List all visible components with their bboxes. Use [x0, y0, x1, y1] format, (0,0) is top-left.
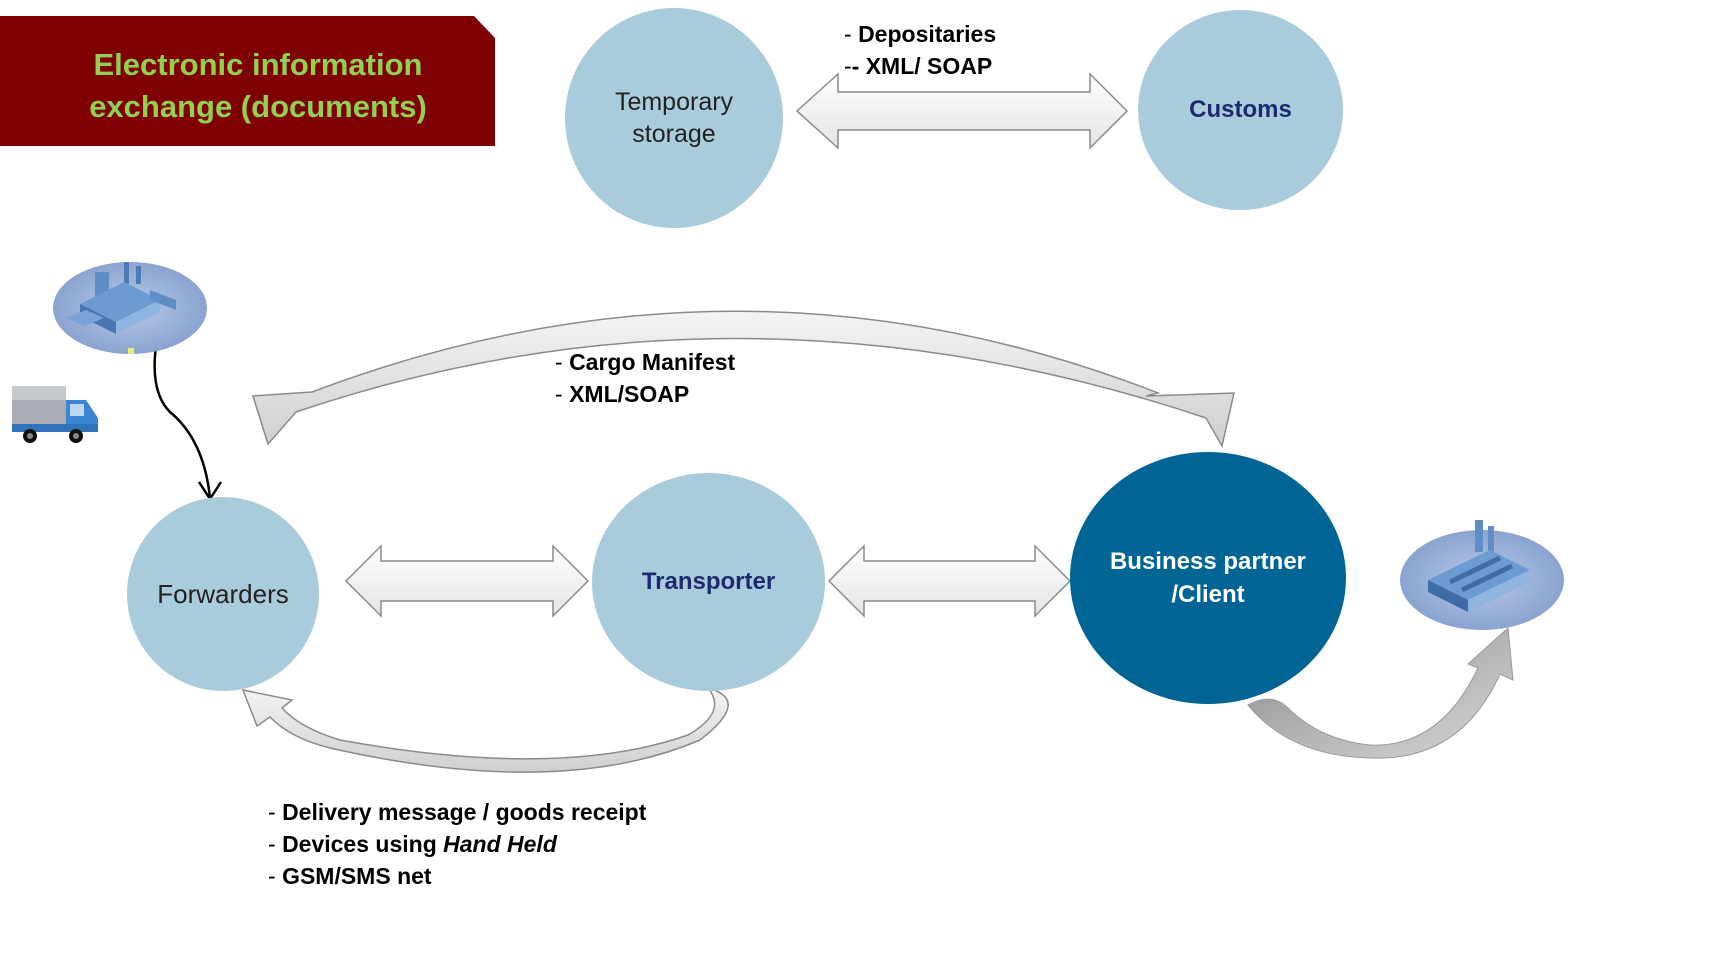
warehouse-icon — [1400, 520, 1564, 630]
annotation-line: - Depositaries — [844, 21, 997, 47]
delivery-annotation: - Delivery message / goods receipt - Dev… — [268, 796, 646, 892]
annotation-line: -- XML/ SOAP — [844, 53, 993, 79]
client-warehouse-curved-arrow — [1247, 626, 1514, 759]
annotation-line: - Devices using Hand Held — [268, 831, 557, 857]
factory-forwarders-arrow — [153, 345, 212, 499]
factory-icon — [53, 262, 207, 354]
transporter-label: Transporter — [641, 568, 776, 595]
customs-node: Customs — [1138, 10, 1343, 210]
business-partner-node: Business partner /Client — [1070, 452, 1346, 704]
temporary-storage-node: Temporary storage — [565, 8, 783, 228]
annotation-line: - XML/SOAP — [555, 381, 690, 407]
forwarders-node: Forwarders — [127, 497, 319, 691]
cargo-manifest-annotation: - Cargo Manifest - XML/SOAP — [555, 346, 735, 410]
annotation-line: - Delivery message / goods receipt — [268, 799, 647, 825]
truck-icon — [12, 386, 98, 443]
storage-customs-annotation: - Depositaries -- XML/ SOAP — [844, 18, 996, 82]
temporary-storage-label: Temporary storage — [614, 88, 734, 148]
forwarders-transporter-double-arrow — [344, 544, 590, 618]
diagram-title: Electronic information exchange (documen… — [89, 47, 427, 124]
customs-label: Customs — [1189, 96, 1292, 123]
forwarders-label: Forwarders — [157, 578, 289, 609]
title-box: Electronic information exchange (documen… — [0, 16, 495, 146]
cargo-manifest-curved-arrow — [252, 310, 1235, 449]
transporter-node: Transporter — [592, 473, 825, 691]
annotation-line: - GSM/SMS net — [268, 863, 432, 889]
delivery-curved-arrow — [241, 686, 729, 773]
storage-customs-double-arrow — [795, 72, 1129, 150]
transporter-client-double-arrow — [827, 544, 1072, 618]
annotation-line: - Cargo Manifest — [555, 349, 736, 375]
business-partner-label: Business partner /Client — [1109, 548, 1307, 608]
